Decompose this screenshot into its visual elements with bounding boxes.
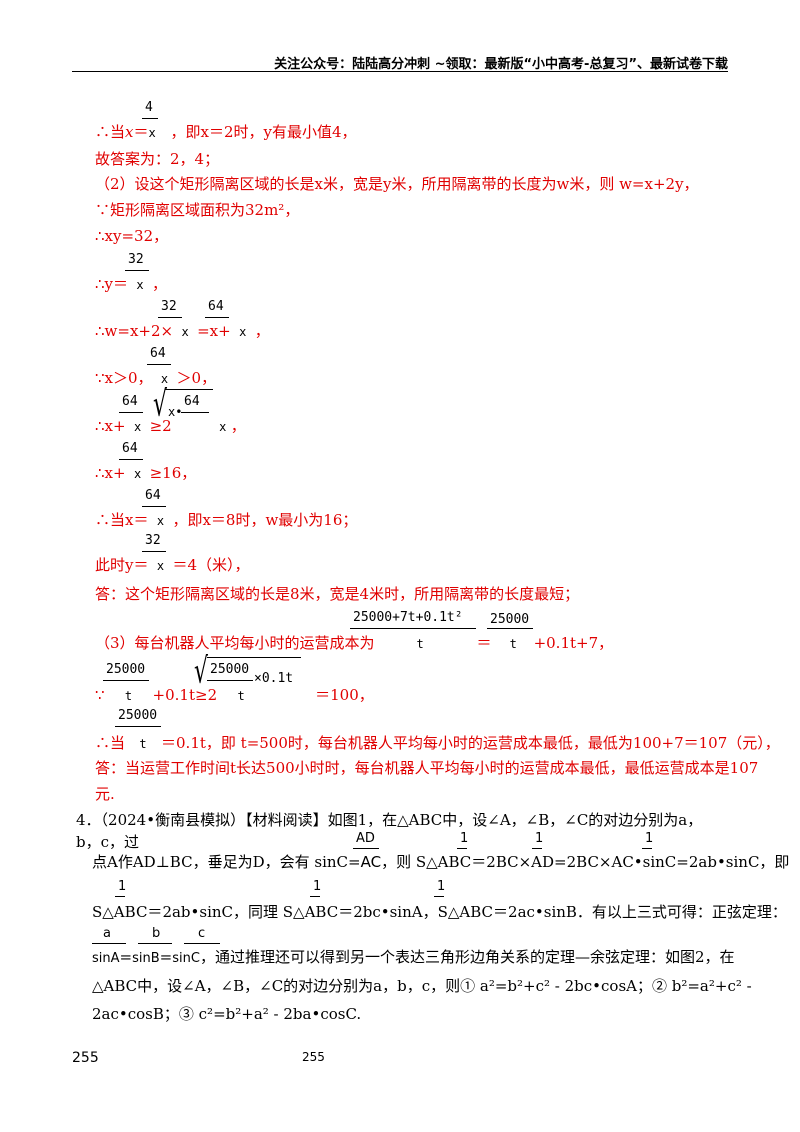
fraction-numerator: 64 <box>145 488 161 503</box>
solution-line: 此时y＝x＝4（米）， <box>95 556 250 574</box>
solution-line: ∴当x＝x，即x＝8时，w最小为16； <box>95 511 358 529</box>
fraction-numerator: 64 <box>122 441 138 456</box>
fraction-bar <box>184 943 220 944</box>
fraction-numerator: 1 <box>118 879 127 894</box>
fraction-numerator: 25000+7t+0.1t² <box>353 610 463 625</box>
fraction-bar <box>532 848 542 849</box>
solution-line: ∴w=x+2×x=x+x， <box>95 322 270 340</box>
fraction-bar <box>142 118 158 119</box>
fraction-numerator: 64 <box>184 394 200 409</box>
fraction-numerator: 1 <box>313 879 322 894</box>
fraction-bar <box>138 943 172 944</box>
fraction-numerator: 25000 <box>118 708 158 723</box>
page-number: 255 <box>72 1050 99 1066</box>
fraction-bar <box>207 680 253 681</box>
fraction-numerator: 64 <box>122 394 138 409</box>
fraction-numerator: 1 <box>437 879 446 894</box>
fraction-numerator: 1 <box>535 831 544 846</box>
fraction-bar <box>92 943 126 944</box>
fraction-numerator: c <box>198 926 206 941</box>
fraction-numerator: a <box>103 926 111 941</box>
header-text: 关注公众号：陆陆高分冲刺 ~领取：最新版“小中高考-总复习”、最新试卷下载 <box>274 57 728 72</box>
solution-line: 答：这个矩形隔离区域的长是8米，宽是4米时，所用隔离带的长度最短； <box>95 585 580 603</box>
fraction-bar <box>434 896 444 897</box>
fraction-bar <box>353 848 379 849</box>
fraction-numerator: 4 <box>145 100 153 115</box>
fraction-bar <box>115 896 125 897</box>
solution-line: ∴x+x≥16， <box>95 464 197 482</box>
problem-4-line: 2ac•cosB；③ c²=b²+a² - 2ba•cosC. <box>92 1005 362 1023</box>
fraction-bar <box>310 896 320 897</box>
fraction-bar <box>350 628 476 629</box>
fraction-numerator: 64 <box>208 299 224 314</box>
fraction-numerator: 32 <box>145 533 161 548</box>
problem-4-line: 点A作AD⊥BC，垂足为D，会有 sinC=AC，则 S△ABC＝2BC×AD=… <box>92 853 790 871</box>
solution-line: ∴xy=32， <box>95 227 169 245</box>
solution-line: ∴当x＝x，即x＝2时，y有最小值4， <box>95 123 357 141</box>
problem-4-line: S△ABC＝2ab•sinC，同理 S△ABC＝2bc•sinA，S△ABC＝2… <box>92 903 787 921</box>
fraction-bar <box>115 726 161 727</box>
solution-line: ∴y＝x， <box>95 275 168 293</box>
problem-4-line: △ABC中，设∠A，∠B，∠C的对边分别为a，b，c，则① a²=b²+c² -… <box>92 977 752 995</box>
fraction-bar <box>103 680 149 681</box>
fraction-numerator: 1 <box>460 831 469 846</box>
fraction-numerator: 32 <box>161 299 177 314</box>
solution-line: 故答案为：2，4； <box>95 150 220 168</box>
fraction-bar <box>487 628 533 629</box>
problem-4-line: sinA=sinB=sinC，通过推理还可以得到另一个表达三角形边角关系的定理—… <box>92 948 735 966</box>
page-number: 255 <box>302 1050 325 1064</box>
solution-line: ∵矩形隔离区域面积为32m²， <box>95 201 300 219</box>
fraction-numerator: 1 <box>645 831 654 846</box>
fraction-numerator: 32 <box>128 252 144 267</box>
fraction-bar <box>147 364 171 365</box>
problem-4-line: 4．（2024•衡南县模拟）【材料阅读】如图1，在△ABC中，设∠A，∠B，∠C… <box>76 811 703 851</box>
fraction-bar <box>205 317 229 318</box>
fraction-bar <box>181 412 209 413</box>
fraction-numerator: b <box>152 926 161 941</box>
solution-line: 元. <box>95 785 115 803</box>
radical-content: ×0.1t <box>254 671 294 686</box>
fraction-bar <box>457 848 467 849</box>
fraction-numerator: 25000 <box>490 612 530 627</box>
radical-content: x• <box>168 405 183 419</box>
fraction-bar <box>142 551 166 552</box>
solution-line: （2）设这个矩形隔离区域的长是x米，宽是y米，所用隔离带的长度为w米，则 w=x… <box>95 175 699 193</box>
fraction-bar <box>119 459 143 460</box>
fraction-numerator: 25000 <box>106 662 146 677</box>
radical-bar <box>207 657 301 658</box>
fraction-numerator: 64 <box>150 346 166 361</box>
fraction-bar <box>158 317 182 318</box>
solution-line: ∵x＞0，x＞0， <box>95 369 217 387</box>
fraction-bar <box>142 506 166 507</box>
fraction-numerator: 25000 <box>210 662 250 677</box>
fraction-numerator: AD <box>356 831 375 846</box>
fraction-bar <box>642 848 652 849</box>
sqrt-icon: √ <box>194 652 209 692</box>
fraction-bar <box>119 412 143 413</box>
solution-line: 答：当运营工作时间t长达500小时时，每台机器人平均每小时的运营成本最低，最低运… <box>95 759 759 777</box>
sqrt-icon: √ <box>153 385 168 425</box>
header-rule <box>72 71 728 72</box>
radical-bar <box>165 389 213 390</box>
fraction-bar <box>125 270 149 271</box>
